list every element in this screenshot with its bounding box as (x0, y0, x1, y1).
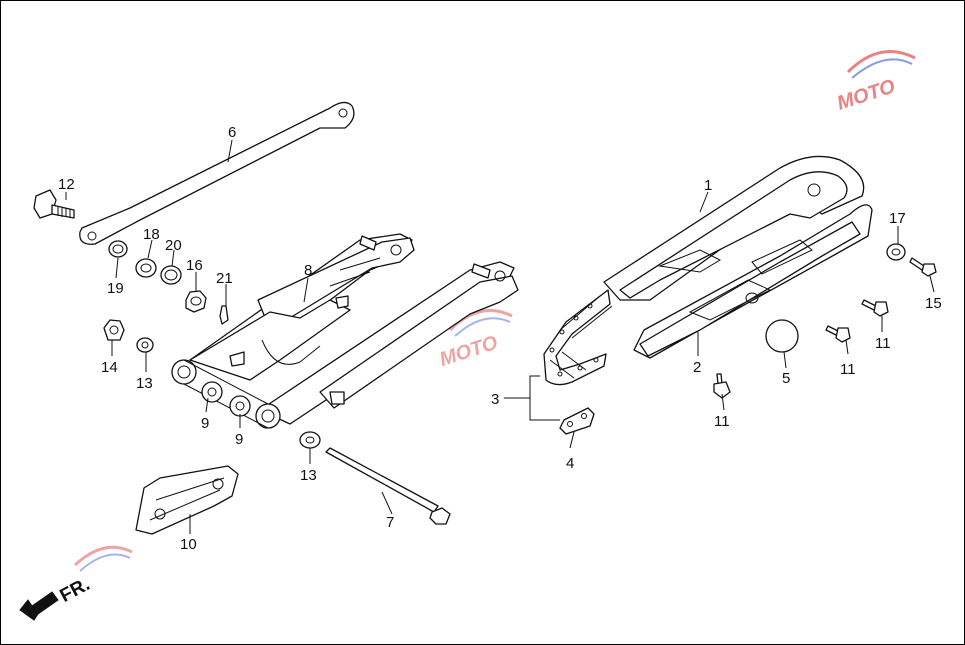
part-nut-14 (103, 319, 125, 341)
callout-11a: 11 (714, 413, 730, 430)
callout-11c: 11 (875, 335, 891, 352)
part-bushing-9b (229, 395, 251, 417)
part-bushing-9a (201, 381, 223, 403)
part-cap (765, 319, 799, 353)
part-bolt-11b (825, 325, 851, 343)
callout-2: 2 (693, 359, 701, 376)
part-chain-slider (135, 465, 239, 535)
part-swingarm (171, 233, 519, 429)
part-nut-16 (185, 290, 207, 313)
callout-9a: 9 (201, 415, 209, 432)
part-bolt-11c (713, 373, 731, 399)
part-bolt-11a (861, 299, 889, 317)
watermark-brand: MOTO (834, 75, 898, 114)
callout-13a: 13 (136, 375, 153, 392)
callout-3: 3 (491, 391, 499, 408)
callout-15: 15 (925, 295, 942, 312)
part-chain-case-upper (603, 155, 865, 301)
part-stay-bar (79, 101, 355, 245)
leader-lines (65, 139, 935, 534)
part-bolt-12 (33, 189, 75, 219)
part-pivot-bolt (325, 447, 451, 525)
callout-11b: 11 (840, 361, 856, 378)
watermark-brand: MOTO (437, 332, 501, 371)
callout-7: 7 (386, 514, 394, 531)
front-direction-indicator: FR. (19, 574, 94, 621)
part-chain-case-lower (633, 204, 873, 359)
part-washer-13a (136, 337, 154, 353)
part-collar-19 (108, 240, 128, 258)
part-cotter-pin-21 (219, 305, 229, 325)
callout-13b: 13 (300, 467, 317, 484)
watermark-top-right: MOTO (834, 50, 916, 115)
part-drive-chain (543, 289, 613, 386)
callout-labels: 1 2 3 4 5 6 7 8 9 9 10 11 11 11 12 13 13… (58, 124, 942, 553)
callout-17: 17 (889, 210, 906, 227)
callout-1: 1 (704, 177, 712, 194)
callout-6: 6 (228, 124, 236, 141)
callout-9b: 9 (235, 431, 243, 448)
callout-18: 18 (143, 226, 160, 243)
front-label: FR. (57, 574, 94, 607)
part-master-link (559, 407, 595, 435)
part-bolt-15 (909, 257, 937, 277)
callout-19: 19 (107, 280, 124, 297)
watermark-bottom-left (73, 545, 133, 572)
part-washer-13b (299, 431, 321, 449)
callout-12: 12 (58, 176, 75, 193)
callout-16: 16 (186, 257, 203, 274)
callout-4: 4 (566, 455, 574, 472)
arrow-left-icon (19, 591, 59, 621)
part-ring-20 (160, 265, 182, 285)
callout-20: 20 (165, 237, 182, 254)
part-washer-18 (135, 258, 157, 278)
callout-8: 8 (304, 262, 312, 279)
callout-5: 5 (782, 370, 790, 387)
part-washer-17 (886, 243, 906, 261)
callout-21: 21 (216, 270, 233, 287)
callout-10: 10 (180, 536, 197, 553)
callout-14: 14 (101, 359, 118, 376)
